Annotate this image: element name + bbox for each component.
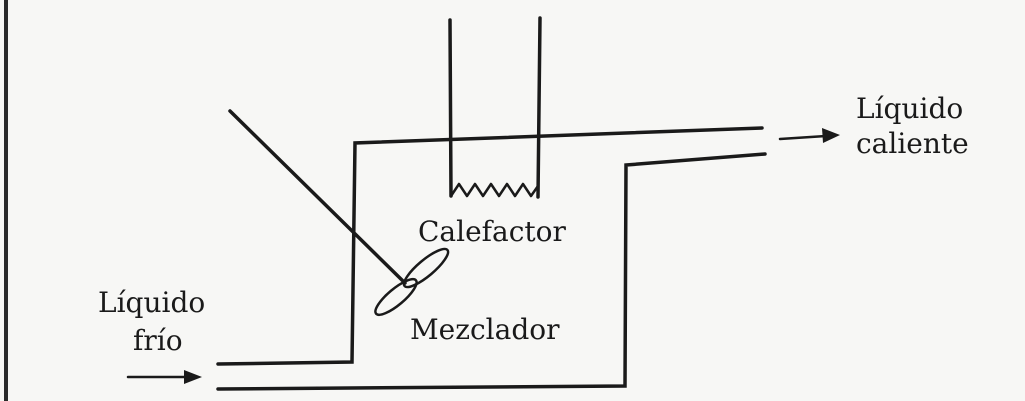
tank-top-and-left-wall: [216, 126, 764, 366]
propeller-blade-upper: [402, 247, 450, 289]
hot-liquid-label-line1: Líquido: [856, 92, 963, 125]
propeller-blade-lower: [374, 277, 418, 317]
heater-lead-right: [536, 16, 542, 199]
cold-liquid-label-line1: Líquido: [98, 286, 205, 319]
inlet-arrow: [126, 370, 202, 384]
hot-liquid-label-line2: caliente: [856, 127, 969, 160]
mixer-label: Mezclador: [410, 313, 560, 346]
tank-bottom-and-right-wall: [216, 152, 767, 391]
heater-label: Calefactor: [418, 215, 566, 248]
heater-coil: [449, 182, 540, 198]
heater-lead-left: [448, 18, 453, 198]
mixer-shaft: [228, 109, 407, 285]
mixer-propeller: [374, 247, 450, 317]
cold-liquid-label-line2: frío: [133, 324, 183, 357]
outlet-arrow: [778, 128, 840, 143]
